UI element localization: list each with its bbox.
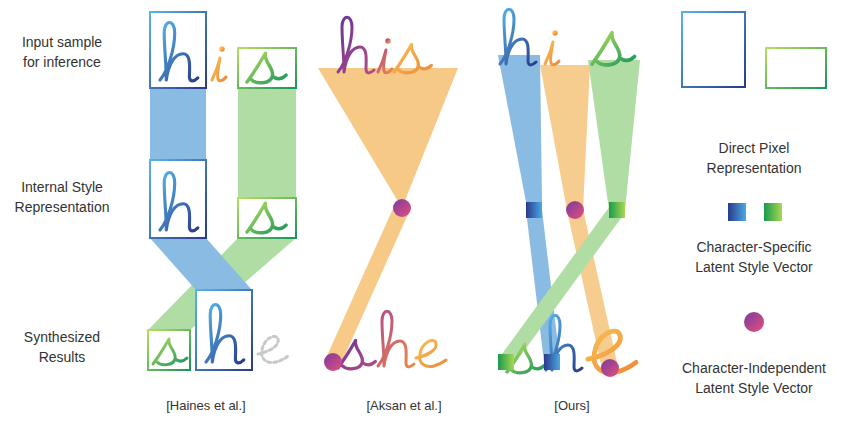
row-label: Input sample for inference [12, 32, 112, 72]
pixel-box [148, 12, 296, 370]
legend-text: Character-Specific Latent Style Vector [676, 237, 832, 277]
legend-text: Character-Independent Latent Style Vecto… [676, 358, 832, 398]
row-label: Synthesized Results [12, 327, 112, 367]
row-label: Internal Style Representation [6, 177, 118, 217]
method-citation: [Haines et al.] [166, 396, 246, 416]
method-citation: [Aksan et al.] [366, 396, 441, 416]
handwriting [153, 9, 636, 373]
legend-text: Direct Pixel Representation [676, 138, 832, 178]
method-citation: [Ours] [554, 396, 589, 416]
style-band [318, 68, 458, 365]
latent-vector [324, 199, 625, 377]
style-band [498, 55, 640, 370]
